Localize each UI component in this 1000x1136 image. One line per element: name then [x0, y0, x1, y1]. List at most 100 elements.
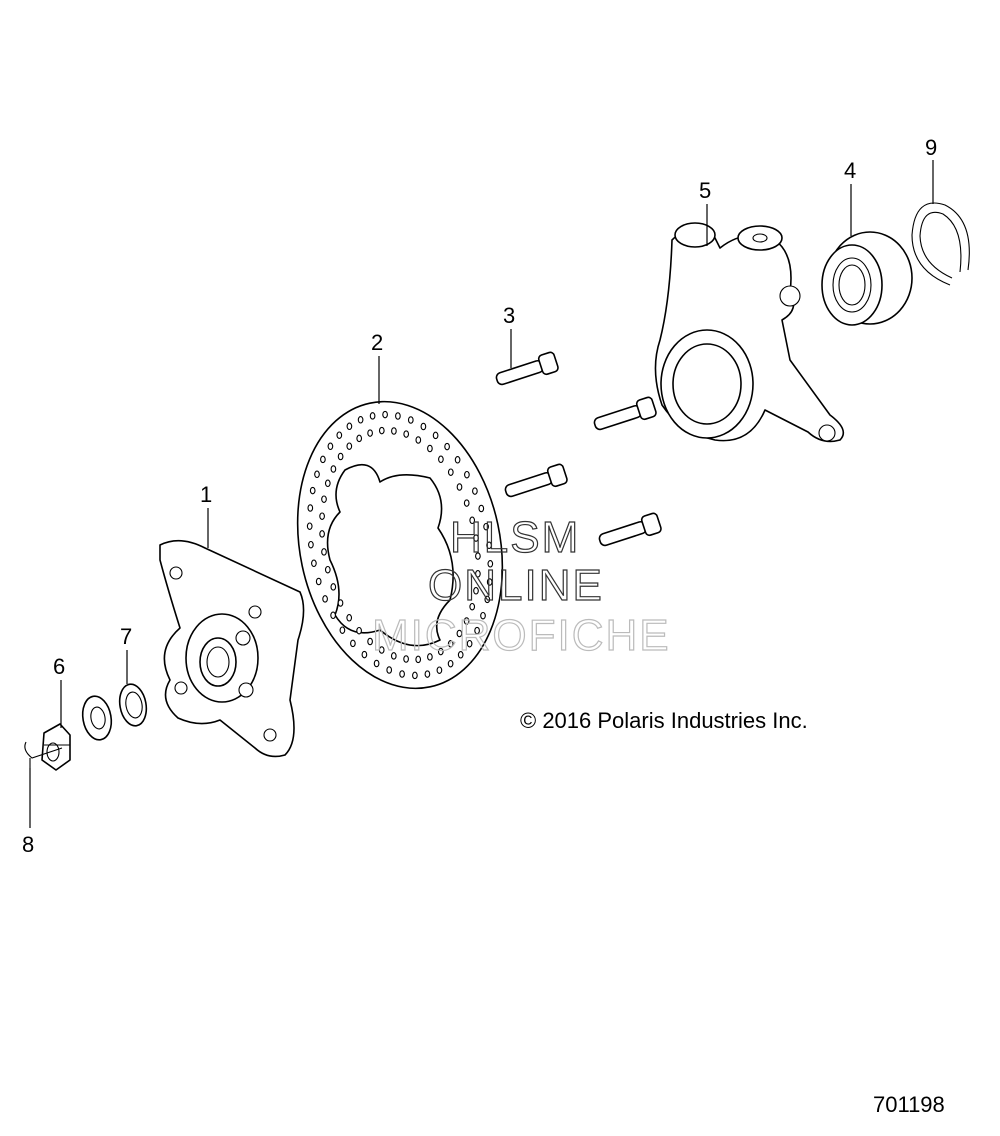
rotor-hole	[356, 434, 363, 443]
rotor-hole	[373, 659, 380, 668]
rotor-hole	[369, 412, 376, 420]
rotor-hole	[436, 666, 443, 674]
rotor-hole	[350, 639, 356, 648]
rotor-hole	[346, 614, 353, 622]
rotor-hole	[424, 670, 431, 678]
rotor-hole	[378, 426, 385, 435]
rotor-hole	[357, 416, 364, 424]
rotor-hole	[484, 595, 491, 604]
watermark-line-1: HLSM	[450, 513, 580, 562]
rotor-hole	[415, 655, 422, 664]
rotor-hole	[478, 504, 485, 513]
rotor-hole	[382, 410, 388, 419]
rotor-hole	[386, 666, 393, 674]
callout-2: 2	[371, 330, 383, 355]
rotor-hole	[475, 552, 481, 560]
rotor-hole	[320, 455, 326, 464]
rotor-hole	[330, 611, 336, 620]
rotor-hole	[415, 436, 422, 444]
callout-4: 4	[844, 158, 856, 183]
rotor-hole	[311, 559, 317, 568]
rotor-hole	[307, 504, 314, 512]
rotor-hole	[321, 548, 327, 556]
diagram-number: 701198	[873, 1092, 945, 1117]
rotor-hole	[407, 416, 414, 424]
rotor-hole	[346, 442, 353, 450]
rotor-hole	[367, 429, 373, 437]
rotor-hole	[403, 430, 410, 438]
rotor-hole	[457, 651, 464, 659]
castle-nut	[41, 723, 71, 771]
rotor-hole	[475, 570, 481, 578]
callout-7: 7	[120, 624, 132, 649]
rotor-hole	[391, 427, 397, 435]
wheel-bearing	[821, 231, 913, 326]
rotor-hole	[337, 452, 344, 461]
callout-6: 6	[53, 654, 65, 679]
rotor-hole	[472, 487, 478, 495]
rotor-hole	[356, 626, 362, 635]
watermark-line-2: ONLINE	[428, 561, 604, 610]
rotor-hole	[463, 617, 470, 625]
rotor-hole	[444, 442, 450, 451]
rotor-hole	[480, 611, 486, 620]
rotor-hole	[324, 565, 331, 574]
rotor-hole	[339, 626, 346, 634]
callout-5: 5	[699, 178, 711, 203]
rotor-hole	[463, 499, 470, 507]
rotor-hole	[464, 470, 470, 479]
rotor-hole	[315, 577, 322, 586]
steering-knuckle	[654, 222, 845, 443]
watermark: HLSM ONLINE MICROFICHE	[371, 512, 669, 660]
rotor-hole	[321, 495, 327, 503]
rotor-hole	[483, 522, 489, 531]
rotor-drill-holes	[306, 410, 494, 680]
rotor-hole	[473, 587, 479, 595]
rotor-hole	[361, 650, 368, 659]
rotor-hole	[427, 444, 433, 453]
rotor-hole	[437, 647, 444, 656]
rotor-hole	[486, 541, 492, 550]
callout-3: 3	[503, 303, 515, 328]
rotor-hole	[308, 540, 314, 549]
rotor-hole	[324, 479, 331, 488]
rotor-hole	[487, 560, 494, 568]
rotor-hole	[306, 522, 313, 530]
rotor-hole	[319, 512, 325, 520]
rotor-hole	[456, 483, 463, 491]
copyright-notice: © 2016 Polaris Industries Inc.	[520, 708, 808, 733]
rotor-hole	[438, 455, 444, 464]
rotor-hole	[427, 653, 433, 661]
callout-labels: 1 2 3 4 5 6 7 8 9	[22, 135, 937, 857]
callout-9: 9	[925, 135, 937, 160]
rotor-hole	[314, 470, 320, 479]
rotor-hole	[403, 655, 409, 663]
rotor-hole	[412, 671, 418, 680]
rotor-hole	[474, 626, 480, 635]
rotor-hole	[399, 670, 405, 678]
rotor-hole	[327, 442, 334, 451]
retaining-ring	[911, 202, 970, 286]
rotor-hole	[420, 422, 427, 431]
rotor-hole	[390, 652, 397, 660]
rotor-hole	[473, 534, 479, 542]
rotor-hole	[469, 516, 476, 525]
rotor-hole	[322, 595, 328, 603]
rotor-hole	[395, 412, 401, 420]
rotor-hole	[454, 456, 461, 464]
rotor-hole	[447, 659, 454, 668]
cotter-pin	[24, 741, 63, 768]
rotor-hole	[456, 629, 463, 638]
rotor-hole	[336, 431, 343, 439]
rotor-hole	[447, 640, 454, 648]
leader-lines	[29, 160, 934, 828]
rotor-hole	[469, 602, 476, 611]
rotor-hole	[432, 431, 439, 440]
wheel-studs	[495, 351, 662, 547]
brake-rotor	[296, 400, 504, 690]
rotor-hole	[367, 637, 373, 646]
rotor-hole	[309, 486, 316, 495]
rotor-hole	[346, 422, 353, 431]
washer	[81, 683, 148, 741]
rotor-hole	[486, 578, 493, 586]
